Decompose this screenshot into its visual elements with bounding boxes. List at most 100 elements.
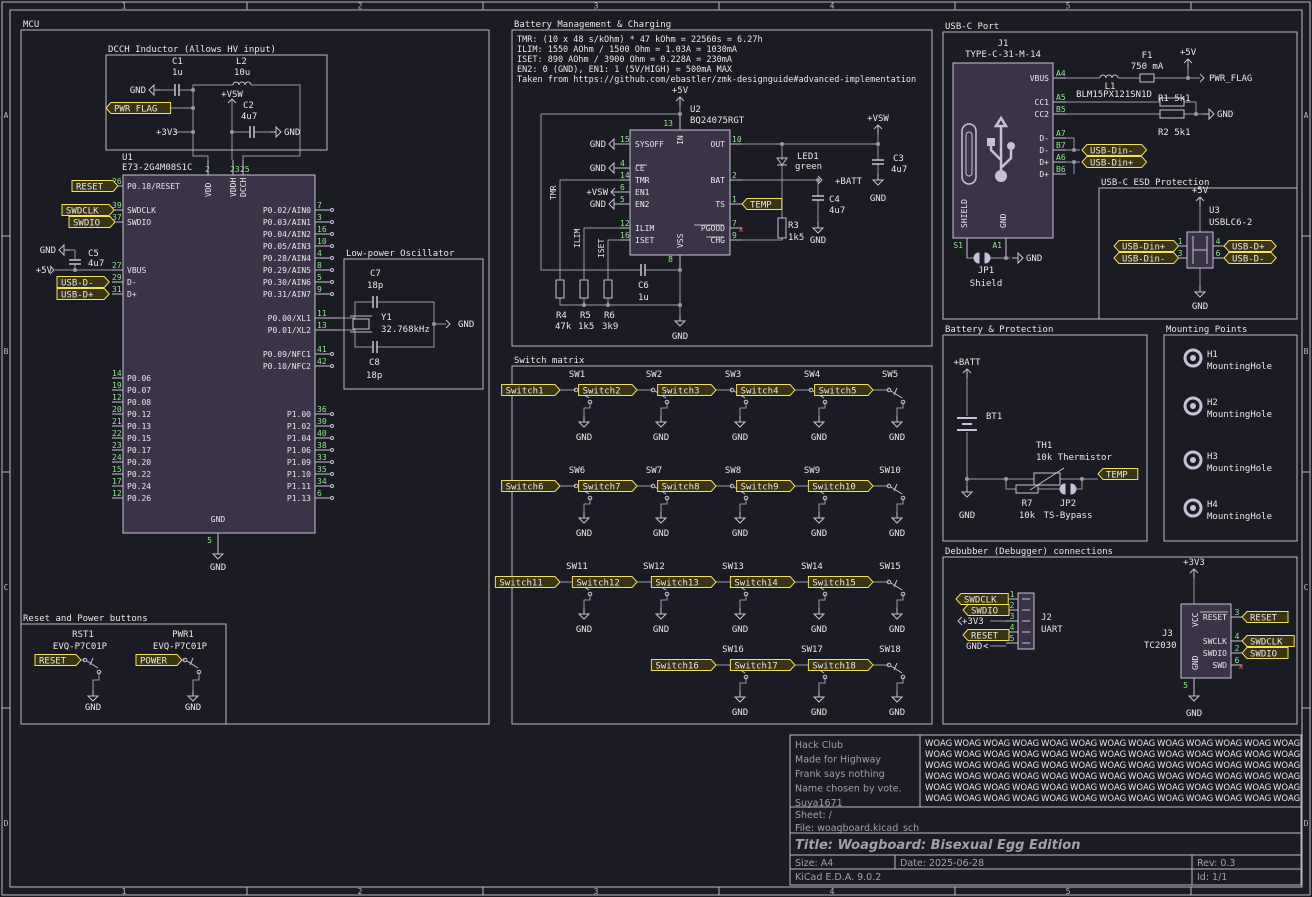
switch-ref: SW12 xyxy=(643,562,665,572)
usbc-pin-name: D- xyxy=(1039,134,1049,143)
tb-woag: WOAG xyxy=(1215,772,1242,782)
section-battery-prot xyxy=(942,334,1148,542)
pin-number: A5 xyxy=(1056,93,1066,102)
gnd-symbol xyxy=(673,320,687,327)
button-ref: RST1 xyxy=(72,630,94,640)
tb-woag: WOAG xyxy=(925,750,952,760)
net-label-text: RESET xyxy=(1250,614,1278,624)
mcu-gpio-name: P0.22 xyxy=(127,470,151,479)
pin-number: 13 xyxy=(663,119,673,128)
net-label xyxy=(56,288,110,300)
tb-woag: WOAG xyxy=(1215,761,1242,771)
charger-pin-name: CE xyxy=(635,164,645,173)
switch-sw15 xyxy=(886,579,892,585)
switch-ref: SW18 xyxy=(879,645,901,655)
mcu-pin-name: P0.10/NFC2 xyxy=(263,362,311,371)
mcu-pin-name: P0.01/XL2 xyxy=(268,326,312,335)
gnd-label: GND xyxy=(653,433,669,443)
net-label xyxy=(955,593,1009,605)
gnd-symbol xyxy=(733,613,747,620)
border-row-label: A xyxy=(1304,111,1309,120)
switch-ref: SW9 xyxy=(804,466,820,476)
net-label-text: USB-D- xyxy=(1232,255,1265,265)
switch-contact xyxy=(900,591,906,597)
mounting-ref: H4 xyxy=(1207,500,1218,510)
pin-number: 31 xyxy=(112,285,122,294)
gnd-label: GND xyxy=(1026,254,1042,264)
pin-number: 19 xyxy=(112,381,122,390)
wire xyxy=(49,265,55,275)
mounting-hole-center xyxy=(1190,505,1196,511)
c2-ref: C2 xyxy=(243,101,254,111)
wire xyxy=(817,175,823,185)
resistor-r6 xyxy=(603,279,613,299)
inductor-l2 xyxy=(232,81,252,86)
mcu-gpio-name: P0.07 xyxy=(127,386,151,395)
j3-pin-name: GND xyxy=(1191,655,1200,670)
ferrite-l1 xyxy=(1099,74,1119,79)
mcu-gpio-name: P1.10 xyxy=(287,470,311,479)
gnd-label: GND xyxy=(889,529,905,539)
pin-number: 4 xyxy=(317,249,322,258)
switch-ref: SW13 xyxy=(722,562,744,572)
pin-number: 6 xyxy=(1216,249,1221,258)
wire xyxy=(189,657,194,666)
net-label-text: SWDIO xyxy=(73,219,100,229)
pin-number: 12 xyxy=(112,393,122,402)
junction-dot xyxy=(73,268,77,272)
jumper-jp1 xyxy=(973,252,991,264)
section-battery-prot-title: Battery & Protection xyxy=(945,325,1053,335)
wire xyxy=(818,677,826,691)
pin-number: 17 xyxy=(112,477,122,486)
pin-number: 21 xyxy=(112,417,122,426)
net-label xyxy=(1241,635,1295,647)
tb-woag: WOAG xyxy=(1215,739,1242,749)
pin-number: 2 xyxy=(732,171,737,180)
tb-woag: WOAG xyxy=(1186,783,1213,793)
switch-contact xyxy=(900,495,906,501)
gnd-symbol xyxy=(58,243,65,257)
power-label: +VSW xyxy=(867,114,889,124)
tb-comment: Frank says nothing xyxy=(795,769,885,780)
mcu-body xyxy=(122,174,316,534)
l1-val: BLM15PX121SN1D xyxy=(1076,90,1152,100)
net-label-text: USB-D+ xyxy=(1232,243,1265,253)
pin-number: S1 xyxy=(953,241,963,250)
net-label-text: SWDCLK xyxy=(66,207,99,217)
gnd-label: GND xyxy=(732,625,748,635)
wire xyxy=(896,402,904,416)
pin-end xyxy=(330,412,334,416)
pin-end xyxy=(330,256,334,260)
tb-id: Id: 1/1 xyxy=(1197,872,1227,883)
pin-number: 36 xyxy=(317,405,327,414)
switch-ref: SW14 xyxy=(801,562,823,572)
switch-ref: SW1 xyxy=(569,370,585,380)
wire xyxy=(192,672,200,690)
usbc-pin-name: GND xyxy=(999,213,1008,228)
wire xyxy=(1195,196,1205,202)
junction-dot xyxy=(582,303,586,307)
mounting-val: MountingHole xyxy=(1207,512,1272,522)
border-col-label: 5 xyxy=(1066,2,1071,11)
power-label: +3V3 xyxy=(962,617,984,627)
wire xyxy=(1076,479,1083,490)
gnd-symbol xyxy=(871,179,885,186)
c5-ref: C5 xyxy=(88,249,99,259)
tb-woag: WOAG xyxy=(1128,772,1155,782)
net-label xyxy=(736,384,796,396)
usbc-tongue xyxy=(965,131,973,177)
gnd-label: GND xyxy=(284,128,300,138)
section-mcu xyxy=(20,29,490,725)
pin-end xyxy=(330,484,334,488)
switch-sw5 xyxy=(886,387,892,393)
border-col-label: 1 xyxy=(122,887,127,896)
mcu-gpio-name: P0.12 xyxy=(127,410,151,419)
junction-dot xyxy=(1080,477,1084,481)
pin-end xyxy=(330,280,334,284)
tb-woag: WOAG xyxy=(1128,739,1155,749)
junction-dot xyxy=(191,106,195,110)
j3-pin-name: SWD xyxy=(1213,661,1228,670)
pin-end xyxy=(330,364,334,368)
tb-woag: WOAG xyxy=(1012,761,1039,771)
power-label: +BATT xyxy=(953,358,981,368)
